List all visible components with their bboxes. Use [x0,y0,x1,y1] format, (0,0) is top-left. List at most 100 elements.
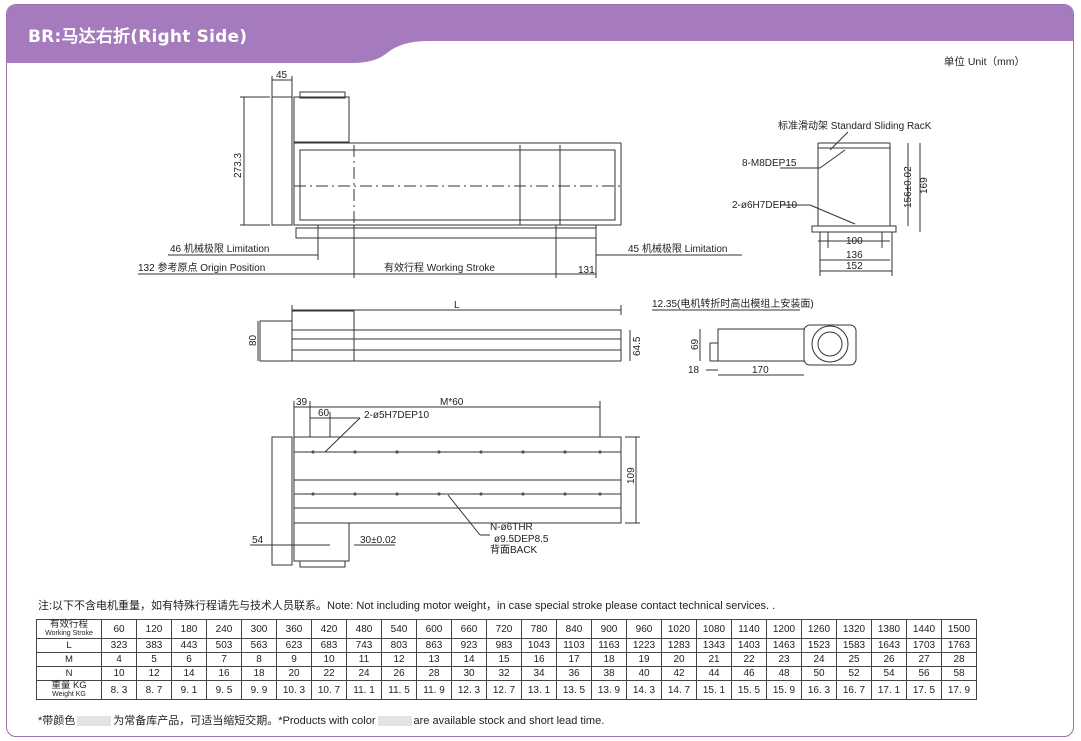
table-cell: 14 [171,666,207,681]
dim-152: 152 [846,261,863,272]
table-cell: 34 [521,666,557,681]
table-cell: 480 [346,619,382,639]
h7-label: 2-ø6H7DEP10 [732,200,797,211]
table-cell: 1583 [836,638,872,653]
table-cell: 60 [101,619,137,639]
table-cell: 28 [416,666,452,681]
dim-69: 69 [690,338,701,350]
table-cell: 180 [171,619,207,639]
table-cell: 1763 [941,638,977,653]
table-cell: 11. 9 [416,680,452,700]
table-cell: 16 [521,652,557,667]
table-cell: 58 [941,666,977,681]
origin-label: 132 参考原点 Origin Position [138,261,265,274]
table-cell: 1163 [591,638,627,653]
motor-note-label: 12.35(电机转折时高出模组上安装面) [652,297,814,310]
table-cell: 13. 5 [556,680,592,700]
table-cell: 14. 3 [626,680,662,700]
table-cell: 24 [346,666,382,681]
table-cell: 15 [486,652,522,667]
table-cell: 12 [381,652,417,667]
table-cell: 15. 1 [696,680,732,700]
table-cell: 14. 7 [661,680,697,700]
table-cell: 19 [626,652,662,667]
dim-18: 18 [688,365,700,376]
table-cell: 1703 [906,638,942,653]
table-cell: 1320 [836,619,872,639]
table-cell: 40 [626,666,662,681]
dim-39: 39 [296,397,308,408]
table-cell: 22 [731,652,767,667]
table-cell: 9. 9 [241,680,277,700]
technical-drawings: 45 273.3 46 机械极限 Limitation 132 参考原点 Ori… [138,70,932,568]
dim-60: 60 [318,408,330,419]
table-cell: 503 [206,638,242,653]
dim-45: 45 [276,70,288,81]
table-cell: 32 [486,666,522,681]
table-cell: 9. 1 [171,680,207,700]
table-cell: 960 [626,619,662,639]
table-cell: 420 [311,619,347,639]
table-cell: 1343 [696,638,732,653]
table-cell: 26 [381,666,417,681]
table-cell: 10. 7 [311,680,347,700]
table-cell: 11 [346,652,382,667]
dim-30: 30±0.02 [360,535,397,546]
table-cell: 983 [486,638,522,653]
table-cell: 54 [871,666,907,681]
dim-109: 109 [626,467,637,484]
table-cell: 4 [101,652,137,667]
row-header-M: M [36,652,102,667]
table-cell: 1463 [766,638,802,653]
dim-M60: M*60 [440,397,464,408]
table-cell: 13 [416,652,452,667]
table-cell: 46 [731,666,767,681]
table-cell: 28 [941,652,977,667]
table-cell: 44 [696,666,732,681]
table-cell: 1223 [626,638,662,653]
stroke-label: 有效行程 Working Stroke [384,261,495,274]
table-cell: 900 [591,619,627,639]
back-label: 背面BACK [490,543,538,556]
table-cell: 1283 [661,638,697,653]
table-cell: 563 [241,638,277,653]
table-cell: 540 [381,619,417,639]
table-cell: 1440 [906,619,942,639]
table-cell: 20 [276,666,312,681]
table-cell: 1103 [556,638,592,653]
header-banner [7,5,1073,63]
dim-273: 273.3 [233,153,244,178]
footer-text: *带颜色 为常备库产品，可适当缩短交期。*Products with color a… [38,712,604,728]
row-header-N: N [36,666,102,681]
table-cell: 923 [451,638,487,653]
table-cell: 11. 5 [381,680,417,700]
table-cell: 17. 9 [941,680,977,700]
table-cell: 1500 [941,619,977,639]
page-title: BR:马达右折(Right Side) [28,27,248,47]
table-cell: 9. 5 [206,680,242,700]
table-cell: 16. 3 [801,680,837,700]
table-cell: 120 [136,619,172,639]
sliding-rack-label: 标准滑动架 Standard Sliding RacK [778,120,932,132]
footer-part-c: are available stock and short lead time. [413,715,605,727]
table-cell: 1200 [766,619,802,639]
dim-131: 131 [578,265,595,276]
dim-169: 169 [919,177,930,194]
table-cell: 42 [661,666,697,681]
table-cell: 25 [836,652,872,667]
footer-part-b: 为常备库产品，可适当缩短交期。*Products with color [113,715,376,727]
table-cell: 623 [276,638,312,653]
table-cell: 16. 7 [836,680,872,700]
unit-label: 单位 Unit（mm） [943,56,1025,68]
table-cell: 9 [276,652,312,667]
dim-54: 54 [252,535,264,546]
table-cell: 26 [871,652,907,667]
table-cell: 22 [311,666,347,681]
footer-part-a: *带颜色 [38,715,76,727]
table-cell: 10 [311,652,347,667]
dim-64-5: 64.5 [632,336,643,356]
